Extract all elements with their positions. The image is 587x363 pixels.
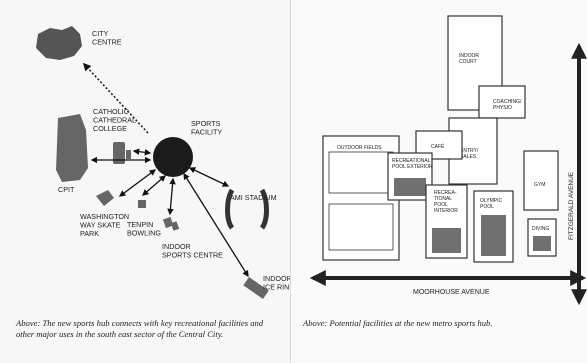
- fitzgerald-avenue-label: FITZGERALD AVENUE: [568, 171, 575, 240]
- site-plan-diagram: INDOOR COURT COACHING/ PHYSIO ENTRY/ SAL…: [309, 15, 587, 306]
- sports-facility-circle: [153, 137, 193, 177]
- tenpin-bowling-link: [142, 175, 166, 196]
- washington-way-skate-park-label: WASHINGTON WAY SKATE PARK: [80, 212, 131, 238]
- diving-label: DIVING: [532, 226, 549, 232]
- indoor-sports-centre-link: [167, 177, 176, 216]
- indoor-sports-centre-shape-b: [170, 221, 180, 231]
- ami-stadium-east-stand: [259, 188, 269, 230]
- outdoor-fields-label: OUTDOOR FIELDS: [337, 145, 382, 151]
- ami-stadium-west-stand: [225, 188, 235, 230]
- cathedral-college-annex-shape: [126, 150, 131, 159]
- outdoor-field-north: [328, 151, 394, 194]
- right-caption: Above: Potential facilities at the new m…: [303, 318, 493, 328]
- ami-stadium-link: [188, 167, 230, 187]
- catholic-cathedral-college-label: CATHOLIC CATHEDRAL COLLEGE: [93, 107, 138, 133]
- city-centre-label: CITY CENTRE: [92, 29, 122, 47]
- olympic-pool-label: OLYMPIC POOL: [480, 198, 504, 210]
- ami-stadium-label: AMI STADIUM: [230, 193, 277, 202]
- indoor-ice-rink-link: [183, 172, 249, 278]
- left-context-map-panel: CITY CENTRE CPIT CATHOLIC CATHEDRAL COLL…: [0, 0, 291, 363]
- coaching-physio-box: [478, 85, 526, 119]
- cpit-shape: [56, 114, 88, 182]
- context-map-diagram: CITY CENTRE CPIT CATHOLIC CATHEDRAL COLL…: [36, 26, 290, 299]
- washington-way-link: [118, 169, 157, 197]
- sports-facility-label: SPORTS FACILITY: [191, 119, 222, 137]
- left-caption: Above: The new sports hub connects with …: [16, 318, 264, 339]
- tenpin-bowling-label: TENPIN BOWLING: [127, 220, 161, 238]
- indoor-ice-rink-label: INDOOR ICE RINK: [263, 274, 290, 292]
- indoor-court-label: INDOOR COURT: [459, 53, 480, 65]
- entry-sales-label: ENTRY/ SALES: [460, 148, 480, 160]
- diving-pool-water: [533, 236, 551, 251]
- coaching-physio-label: COACHING/ PHYSIO: [493, 99, 523, 111]
- indoor-ice-rink-shape: [243, 277, 269, 299]
- recreational-pool-interior-water: [432, 228, 461, 253]
- tenpin-bowling-shape: [138, 200, 146, 208]
- recreational-pool-interior-label: RECREA- TIONAL POOL INTERIOR: [434, 190, 458, 214]
- indoor-sports-centre-label: INDOOR SPORTS CENTRE: [162, 242, 223, 260]
- olympic-pool-water: [481, 215, 506, 256]
- washington-way-skate-park-shape: [96, 190, 114, 206]
- outdoor-field-south: [328, 203, 394, 251]
- cathedral-college-shape: [113, 142, 125, 164]
- recreational-pool-exterior-water: [394, 178, 426, 196]
- gym-label: GYM: [534, 182, 545, 188]
- moorhouse-avenue-label: MOORHOUSE AVENUE: [413, 289, 490, 296]
- cafe-label: CAFÉ: [431, 143, 445, 150]
- indoor-sports-centre-shape-a: [162, 216, 174, 229]
- cathedral-college-link: [132, 148, 152, 156]
- gym-box: [523, 150, 559, 211]
- cpit-label: CPIT: [58, 185, 75, 194]
- city-centre-shape: [36, 26, 82, 60]
- right-site-plan-panel: INDOOR COURT COACHING/ PHYSIO ENTRY/ SAL…: [291, 0, 587, 363]
- recreational-pool-exterior-label: RECREATIONAL POOL EXTERIOR: [392, 158, 433, 170]
